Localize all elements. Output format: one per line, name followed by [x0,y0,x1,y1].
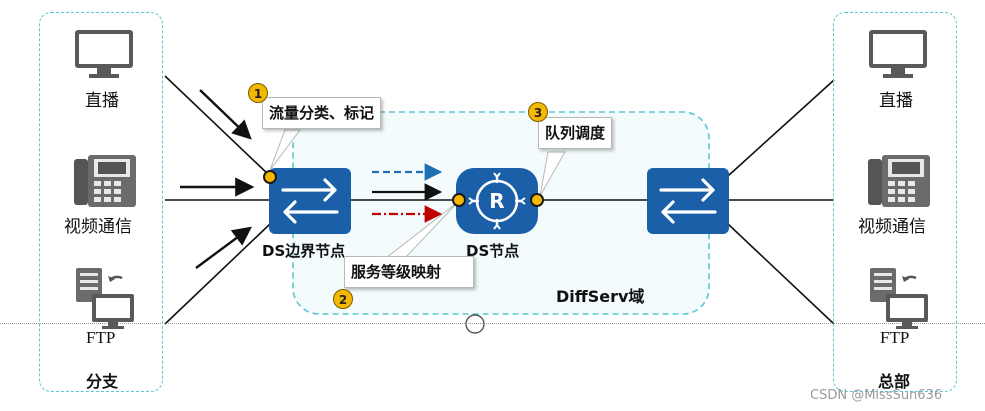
callout-queue-scheduling: 队列调度 [538,117,613,149]
branch-group-box [39,12,163,392]
ds-edge-switch-icon [269,168,351,234]
monitor-icon [869,30,927,78]
step-badge-2: 2 [333,289,353,309]
page-divider [0,323,985,324]
hq-video-label: 视频通信 [858,217,926,237]
edge-port-dot [263,170,277,184]
right-switch-icon [647,168,729,234]
monitor-icon [75,30,133,78]
core-node-label: DS节点 [466,242,520,260]
callout-text: 队列调度 [545,124,606,142]
router-egress-dot [530,193,544,207]
ds-router-icon: R [456,168,538,234]
branch-live-label: 直播 [85,91,119,111]
watermark: CSDN @MissSun636 [810,388,943,403]
slide-handle-circle [465,314,485,334]
step-badge-3: 3 [528,102,548,122]
callout-classify-mark: 流量分类、标记 [262,97,382,129]
hq-group-box [833,12,957,392]
hq-ftp-label: FTP [880,328,910,347]
router-ingress-dot [452,193,466,207]
ftp-server-icon [870,268,928,329]
traffic-arrow-bottom [195,226,252,269]
svg-text:R: R [489,189,504,213]
callout-text: 流量分类、标记 [269,104,375,122]
step-badge-1: 1 [248,83,268,103]
branch-ftp-label: FTP [86,328,116,347]
edge-node-label: DS边界节点 [262,242,346,260]
branch-title: 分支 [86,372,119,391]
diffserv-domain-label: DiffServ域 [556,287,645,306]
video-phone-icon [868,155,930,207]
callout-text: 服务等级映射 [351,263,442,281]
hq-title: 总部 [878,372,911,391]
branch-video-label: 视频通信 [64,217,132,237]
video-phone-icon [74,155,136,207]
traffic-arrow-top [199,89,252,140]
hq-live-label: 直播 [879,91,913,111]
callout-service-class-mapping: 服务等级映射 [344,256,474,288]
ftp-server-icon [76,268,134,329]
